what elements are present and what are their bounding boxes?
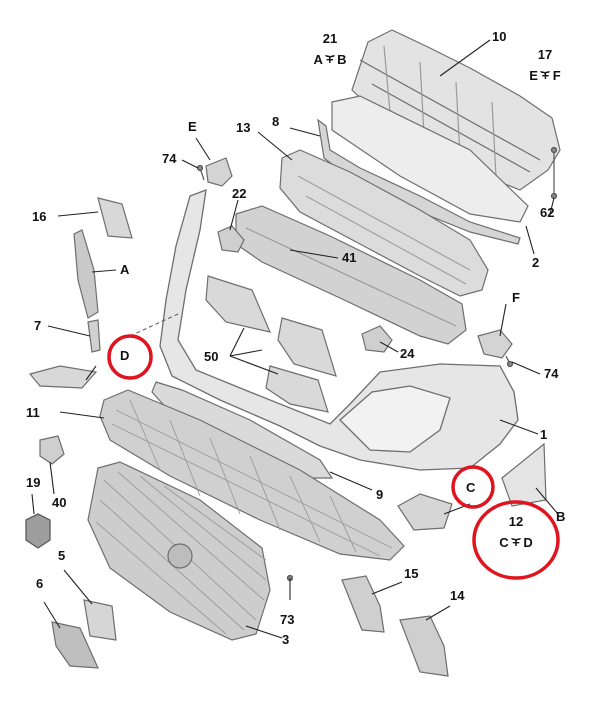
callout-74-right: 74: [544, 366, 559, 381]
clip-7-part: [87, 319, 101, 353]
callout-c: C: [466, 480, 476, 495]
deflector-d-part: [28, 365, 98, 389]
cover-b-part: [501, 442, 547, 507]
callout-b: B: [556, 509, 566, 524]
callout-10: 10: [492, 29, 507, 44]
callout-41: 41: [342, 250, 357, 265]
callout-74-top: 74: [162, 151, 177, 166]
group-expression: C + D: [499, 535, 533, 550]
callout-15: 15: [404, 566, 419, 581]
callout-e: E: [188, 119, 197, 134]
front-grille-part: [87, 461, 271, 641]
bumper-cover-part: [159, 189, 519, 471]
highlight-circle-12: [472, 500, 560, 580]
bracket-40-part: [39, 435, 65, 465]
callout-14: 14: [450, 588, 465, 603]
emblem-19-part: [25, 513, 51, 549]
clip-16-part: [97, 197, 133, 239]
screws: [196, 146, 558, 582]
callout-24: 24: [400, 346, 415, 361]
callout-9: 9: [376, 487, 384, 502]
callout-7: 7: [34, 318, 42, 333]
callout-8: 8: [272, 114, 280, 129]
brace: ⏟: [325, 40, 335, 57]
deflector-c-part: [397, 493, 453, 531]
leader-lines: [31, 39, 559, 639]
cover-14-part: [399, 615, 449, 677]
upper-absorber-part: [279, 149, 489, 297]
callout-3: 3: [282, 632, 290, 647]
highlight-circle-c: [451, 465, 495, 509]
callout-1: 1: [540, 427, 548, 442]
group-callout-21: 21 ⏟ A + B: [303, 32, 357, 66]
callout-13: 13: [236, 120, 251, 135]
callout-5: 5: [58, 548, 66, 563]
callout-6: 6: [36, 576, 44, 591]
lower-grille-part: [99, 389, 405, 561]
group-number: 21: [322, 31, 338, 46]
callout-19: 19: [26, 475, 41, 490]
callout-11: 11: [26, 405, 40, 420]
callout-2: 2: [532, 255, 540, 270]
brace: ⏟: [540, 56, 550, 73]
group-expression: E + F: [529, 68, 561, 83]
highlight-circles: [107, 334, 560, 580]
callout-16: 16: [32, 209, 47, 224]
highlight-circle-d: [107, 334, 153, 380]
brace: ⏟: [511, 523, 521, 540]
insert-6-part: [51, 621, 99, 669]
callout-22: 22: [232, 186, 247, 201]
callout-62: 62: [540, 205, 555, 220]
group-callout-12: 12 ⏟ C + D: [489, 515, 543, 549]
group-number: 17: [537, 47, 553, 62]
bracket-a-part: [73, 229, 99, 319]
group-number: 12: [508, 514, 524, 529]
bracket-22-part: [217, 225, 245, 253]
lower-trim-part: [151, 381, 334, 479]
upper-crossmember-part: [351, 29, 561, 191]
callout-50: 50: [204, 349, 219, 364]
callout-f: F: [512, 290, 520, 305]
callout-73: 73: [280, 612, 295, 627]
fog-grilles-part: [205, 275, 337, 413]
bracket-f-part: [477, 329, 513, 359]
dashed-locator: [129, 313, 179, 337]
group-callout-17: 17 ⏟ E + F: [518, 48, 572, 82]
bracket-e-part: [205, 157, 233, 187]
callout-a: A: [120, 262, 130, 277]
callout-d: D: [120, 348, 130, 363]
bumper-beam-part: [235, 205, 467, 345]
callout-40: 40: [52, 495, 67, 510]
insert-5-part: [83, 599, 117, 641]
cover-15-part: [341, 575, 385, 633]
group-expression: A + B: [313, 52, 347, 67]
bracket-24-part: [361, 325, 393, 353]
